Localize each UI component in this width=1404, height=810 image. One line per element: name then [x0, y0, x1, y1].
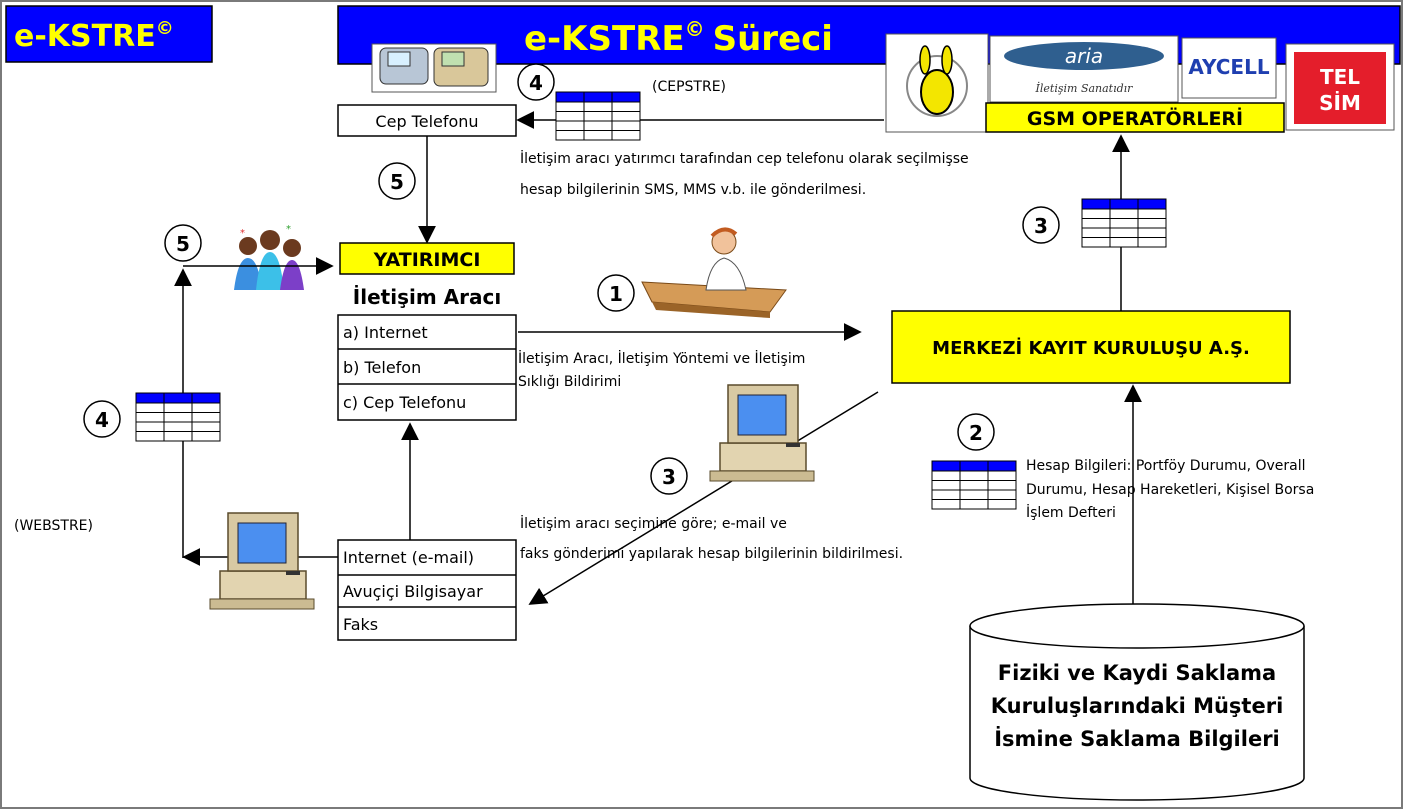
step-number-3-center: 3 — [662, 465, 676, 489]
rabbit-ear-icon — [941, 45, 953, 75]
gsm-operators-label-box — [985, 102, 1285, 133]
svg-text:e-KSTRE©: e-KSTRE© — [14, 18, 174, 54]
logo-box: e-KSTRE© — [5, 5, 213, 63]
aria-logo-oval-icon — [1004, 42, 1164, 70]
mkk-box — [891, 310, 1291, 384]
channels-box — [337, 539, 517, 641]
cepstre-label: (CEPSTRE) — [652, 79, 726, 95]
hesap-note-line-1: Hesap Bilgileri: Portföy Durumu, Overall — [1026, 458, 1306, 474]
operator-desk-icon — [641, 227, 787, 318]
logo-text: e-KSTRE — [14, 19, 156, 54]
telsim-logo-bg-icon — [1294, 52, 1386, 124]
title-mark: © — [685, 17, 705, 41]
aria-logo-subtext: İletişim Sanatıdır — [1035, 81, 1134, 95]
step-number-2: 2 — [969, 421, 983, 445]
step-number-5-mid: 5 — [390, 170, 404, 194]
aycell-logo — [1181, 37, 1277, 99]
hesap-note-line-3: İşlem Defteri — [1026, 503, 1116, 521]
investor-options-box — [337, 314, 517, 421]
mobile-phones-icon — [371, 43, 497, 93]
step-circle-5-left — [164, 224, 202, 262]
mkk-to-channels-arrow — [528, 391, 879, 605]
step-circle-3-right — [1022, 206, 1060, 244]
signal-ring-icon — [906, 55, 968, 117]
webstre-label: (WEBSTRE) — [14, 518, 93, 534]
rabbit-figure-icon — [920, 69, 954, 115]
gsm-operators-group: aria İletişim Sanatıdır AYCELL TEL SİM G… — [885, 33, 1395, 133]
step-number-3-right: 3 — [1034, 214, 1048, 238]
database-cylinder-icon — [969, 603, 1305, 801]
hesap-table-icon — [931, 460, 1017, 510]
arrow1-note-line-1: İletişim Aracı, İletişim Yöntemi ve İlet… — [518, 349, 805, 367]
investor-option-telefon: b) Telefon — [343, 358, 421, 377]
svg-text:*: * — [286, 224, 291, 235]
investor-subtitle: İletişim Aracı — [353, 285, 501, 309]
email-note-line-2: faks gönderimi yapılarak hesap bilgileri… — [520, 546, 903, 562]
aycell-logo-text: AYCELL — [1188, 55, 1269, 79]
investor-option-internet: a) Internet — [343, 323, 428, 342]
step-number-1: 1 — [609, 282, 623, 306]
title-text: e-KSTRE — [524, 19, 685, 59]
gsm-table-icon — [1081, 198, 1167, 248]
step-circle-4-left — [83, 400, 121, 438]
gsm-operators-label: GSM OPERATÖRLERİ — [1027, 106, 1243, 130]
cepstre-note-line-2: hesap bilgilerinin SMS, MMS v.b. ile gön… — [520, 182, 866, 198]
channel-faks: Faks — [343, 615, 378, 634]
database-line-1: Fiziki ve Kaydi Saklama — [998, 661, 1276, 685]
step-number-4-left: 4 — [95, 408, 109, 432]
webstre-table-icon — [135, 392, 221, 442]
telsim-logo-text-2: SİM — [1319, 91, 1361, 115]
svg-text:*: * — [240, 228, 245, 239]
step-circle-4-top — [517, 63, 555, 101]
step-number-5-left: 5 — [176, 232, 190, 256]
database-line-2: Kuruluşlarındaki Müşteri — [991, 694, 1284, 718]
phone-box-label: Cep Telefonu — [375, 112, 478, 131]
step-circle-1 — [597, 274, 635, 312]
phone-box — [337, 104, 517, 137]
svg-text:e-KSTRE©Süreci: e-KSTRE© Süreci — [524, 17, 833, 59]
telsim-logo-text: TEL — [1320, 65, 1360, 89]
step-circle-2 — [957, 413, 995, 451]
rabbit-ear-icon — [919, 45, 931, 75]
step-circle-5-mid — [378, 162, 416, 200]
mkk-label: MERKEZİ KAYIT KURULUŞU A.Ş. — [932, 337, 1250, 359]
hesap-note-line-2: Durumu, Hesap Hareketleri, Kişisel Borsa — [1026, 482, 1314, 498]
arrow1-note-line-2: Sıklığı Bildirimi — [518, 374, 621, 390]
title-suffix: Süreci — [713, 19, 833, 59]
logo-mark: © — [156, 18, 174, 39]
aria-logo-text: aria — [1065, 44, 1103, 68]
step-circle-3-center — [650, 457, 688, 495]
channel-internet-email: Internet (e-mail) — [343, 548, 474, 567]
cepstre-note-line-1: İletişim aracı yatırımcı tarafından cep … — [520, 149, 969, 167]
step-number-4-top: 4 — [529, 71, 543, 95]
database-line-3: İsmine Saklama Bilgileri — [994, 726, 1280, 751]
investor-title-box — [339, 242, 515, 275]
channel-avucici: Avuçiçi Bilgisayar — [343, 582, 483, 601]
people-group-icon: * * — [226, 224, 312, 296]
cepstre-table-icon — [555, 91, 641, 141]
investor-option-cep-telefonu: c) Cep Telefonu — [343, 393, 466, 412]
investor-title: YATIRIMCI — [373, 249, 481, 271]
email-note-line-1: İletişim aracı seçimine göre; e-mail ve — [520, 514, 787, 532]
